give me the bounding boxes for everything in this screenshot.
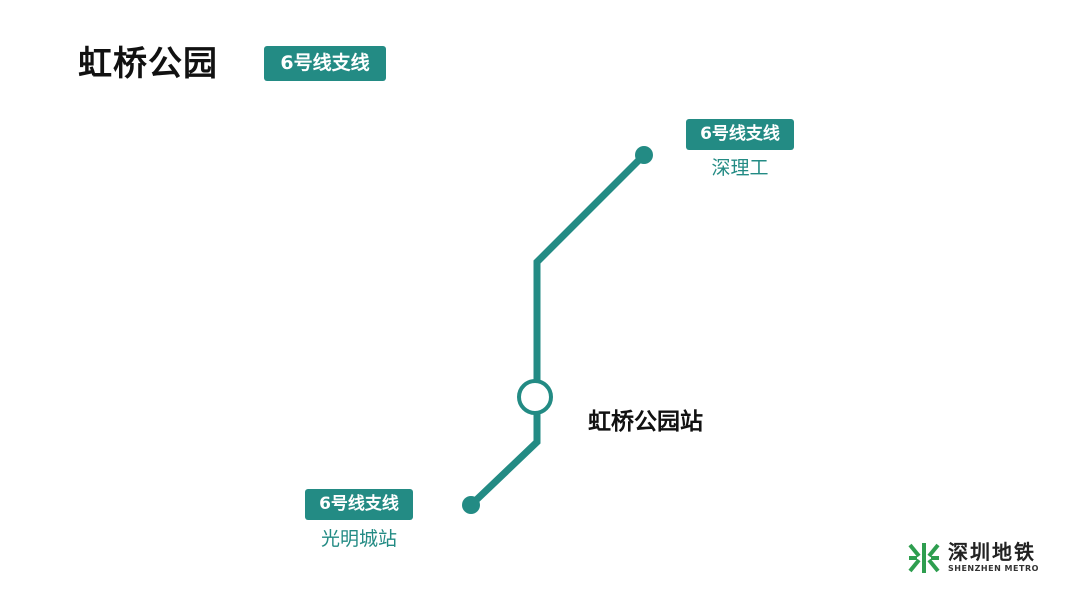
south-terminal-name: 光明城站 [320,528,397,550]
terminal-dot-north[interactable] [635,146,653,164]
page-title: 虹桥公园 [78,44,218,84]
metro-route-line [468,152,647,508]
current-station-marker[interactable] [517,379,553,415]
current-station-name: 虹桥公园站 [588,409,703,435]
shenzhen-metro-logo-icon [908,543,940,573]
south-line-badge: 6号线支线 [305,489,413,520]
logo-name-en: SHENZHEN METRO [948,564,1039,573]
terminal-dot-south[interactable] [462,496,480,514]
north-line-badge: 6号线支线 [686,119,794,150]
north-terminal-name: 深理工 [711,157,769,179]
logo-name-cn: 深圳地铁 [948,540,1036,564]
shenzhen-metro-logo: 深圳地铁 SHENZHEN METRO [907,541,1039,575]
title-line-badge: 6号线支线 [264,46,386,81]
